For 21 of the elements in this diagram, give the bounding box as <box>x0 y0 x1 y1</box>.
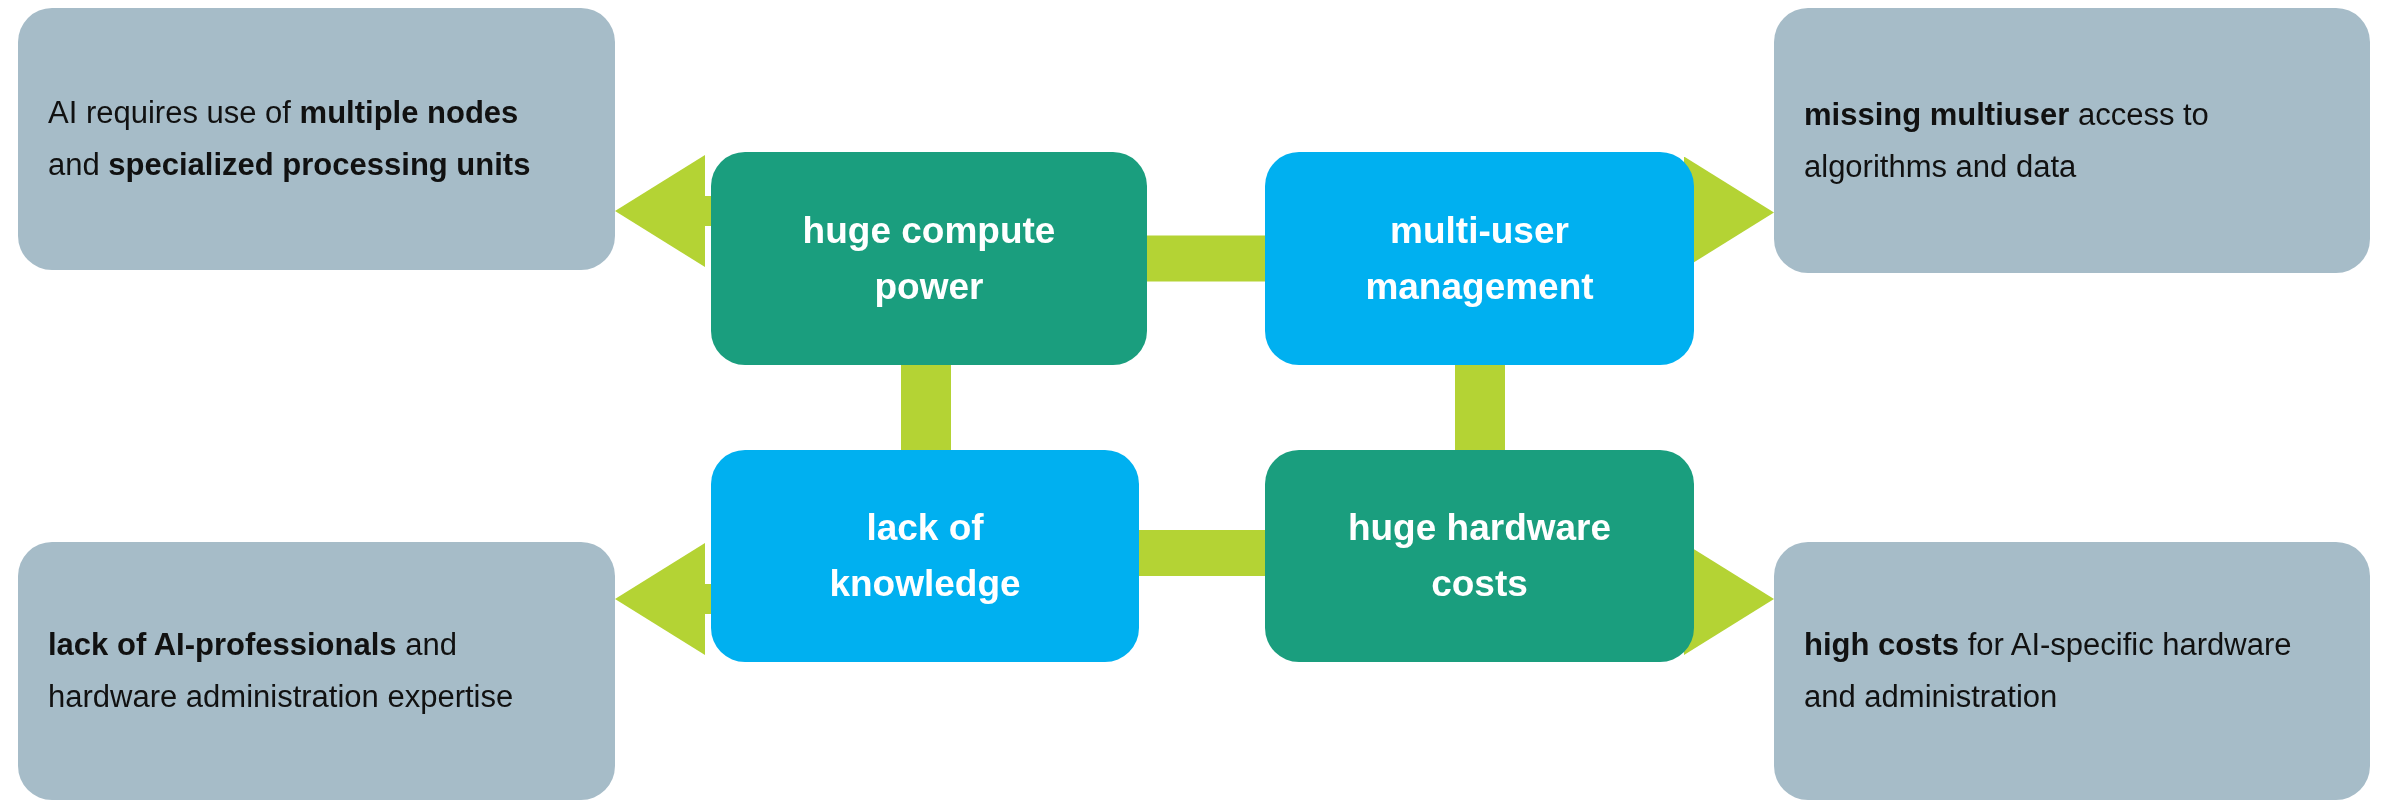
topic-box <box>711 450 1139 662</box>
topic-box <box>711 152 1147 365</box>
note-box <box>1774 542 2370 800</box>
connector-bar <box>1455 365 1505 450</box>
arrow <box>615 543 711 655</box>
connector-bar <box>1147 235 1265 282</box>
topic-label: huge hardware costs <box>1346 506 1613 606</box>
topic-box <box>1265 450 1694 662</box>
note-text: missing multiuser access to algorithms and data <box>1804 95 2210 186</box>
note-text: AI requires use of multiple nodes and specialized processing units <box>48 94 532 184</box>
connector-bar <box>1139 530 1265 576</box>
topic-label: huge compute power <box>801 208 1057 309</box>
topic-label: multi-user management <box>1364 208 1595 309</box>
note-box <box>1774 8 2370 273</box>
note-text: lack of AI-professionals and hardware administration expertise <box>48 626 515 716</box>
note-box <box>18 542 615 800</box>
note-box <box>18 8 615 270</box>
note-text: high costs for AI-specific hardware and administration <box>1804 626 2293 716</box>
topic-label: lack of knowledge <box>828 506 1022 606</box>
topic-box <box>1265 152 1694 365</box>
connector-bar <box>901 365 951 450</box>
